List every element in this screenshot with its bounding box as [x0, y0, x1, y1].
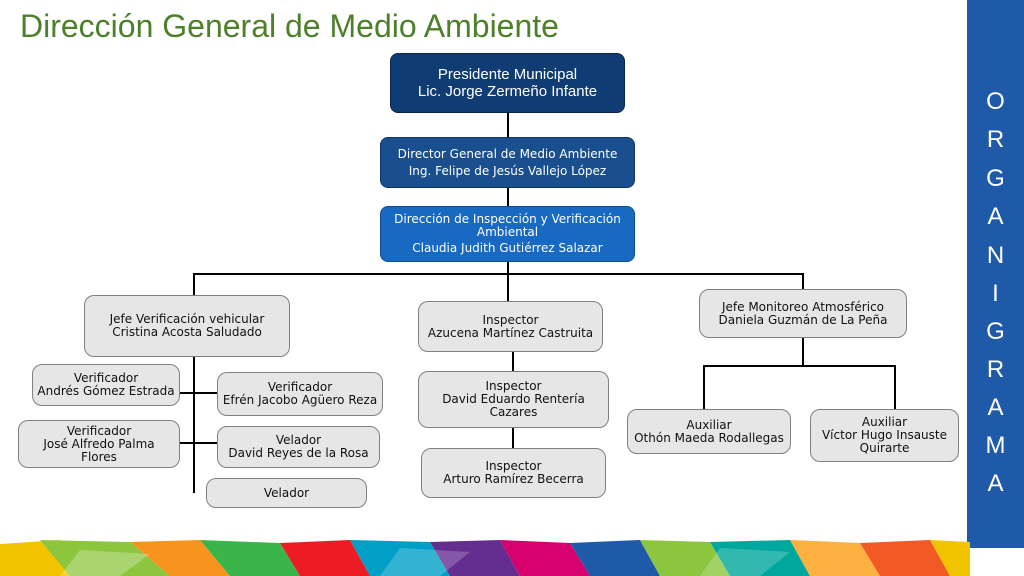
connector-line	[507, 262, 509, 302]
connector-line	[512, 351, 514, 371]
node-name: Claudia Judith Gutiérrez Salazar	[412, 241, 603, 255]
sidebar-letter: A	[987, 470, 1004, 497]
decorative-footer-band	[0, 540, 970, 576]
node-name: Ing. Felipe de Jesús Vallejo López	[408, 163, 607, 178]
node-name: Daniela Guzmán de La Peña	[718, 312, 888, 327]
connector-line	[512, 427, 514, 448]
direccion-box: Dirección de Inspección y Verificación A…	[380, 206, 635, 262]
node-role: Presidente Municipal	[437, 66, 578, 83]
node-name: Azucena Martínez Castruita	[427, 325, 594, 340]
node-role: Velador	[275, 433, 322, 447]
sidebar-letter: N	[986, 242, 1005, 269]
velador-box: Velador	[206, 478, 367, 508]
verificador-box: Verificador Efrén Jacobo Agüero Reza	[217, 372, 383, 416]
node-role: Verificador	[66, 423, 132, 438]
node-role: Jefe Verificación vehicular	[109, 312, 265, 326]
node-name: Andrés Gómez Estrada	[37, 384, 175, 398]
node-role: Inspector	[485, 379, 542, 393]
node-name: Lic. Jorge Zermeño Infante	[417, 83, 598, 100]
node-name: José Alfredo Palma Flores	[43, 436, 155, 464]
verificador-box: Verificador Andrés Gómez Estrada	[32, 364, 180, 406]
velador-box: Velador David Reyes de la Rosa	[217, 426, 380, 468]
sidebar-letter: A	[987, 394, 1004, 421]
inspector-box: Inspector Arturo Ramírez Becerra	[421, 448, 606, 498]
presidente-box: Presidente Municipal Lic. Jorge Zermeño …	[390, 53, 625, 113]
node-role: Verificador	[267, 380, 333, 394]
connector-line	[193, 273, 195, 493]
jefe-verificacion-box: Jefe Verificación vehicular Cristina Aco…	[84, 295, 290, 357]
sidebar-letter: A	[987, 203, 1004, 230]
node-role: Inspector	[485, 459, 542, 473]
connector-line	[802, 273, 804, 289]
node-name: Efrén Jacobo Agüero Reza	[222, 393, 378, 407]
node-role: Verificador	[73, 371, 139, 385]
page-title: Dirección General de Medio Ambiente	[20, 8, 559, 44]
node-role: Inspector	[482, 312, 539, 327]
node-role: Jefe Monitoreo Atmosférico	[721, 299, 885, 314]
sidebar-letter: G	[986, 318, 1005, 345]
node-name: Víctor Hugo Insauste Quirarte	[821, 428, 948, 455]
node-role: Velador	[263, 485, 310, 500]
connector-line	[507, 187, 509, 206]
node-role: Auxiliar	[861, 415, 908, 429]
connector-line	[894, 365, 896, 409]
node-name: David Reyes de la Rosa	[228, 446, 369, 460]
connector-line	[507, 112, 509, 137]
sidebar-letter: O	[986, 88, 1005, 115]
sidebar-letter: G	[986, 165, 1005, 192]
connector-line	[802, 337, 804, 367]
sidebar-letter: I	[992, 280, 999, 307]
sidebar-letter: R	[986, 126, 1005, 153]
auxiliar-box: Auxiliar Víctor Hugo Insauste Quirarte	[810, 409, 959, 462]
organigrama-sidebar: O R G A N I G R A M A	[967, 0, 1024, 548]
director-box: Director General de Medio Ambiente Ing. …	[380, 137, 635, 188]
connector-line	[193, 273, 804, 275]
node-role: Dirección de Inspección y Verificación A…	[394, 212, 621, 239]
node-name: Othón Maeda Rodallegas	[634, 430, 784, 445]
verificador-box: Verificador José Alfredo Palma Flores	[18, 420, 180, 468]
sidebar-letter: R	[986, 356, 1005, 383]
connector-line	[180, 442, 217, 444]
node-name: David Eduardo Rentería Cazares	[442, 392, 585, 419]
inspector-box: Inspector David Eduardo Rentería Cazares	[418, 371, 609, 428]
connector-line	[703, 365, 705, 409]
node-name: Cristina Acosta Saludado	[112, 325, 262, 339]
node-role: Director General de Medio Ambiente	[397, 146, 618, 161]
auxiliar-box: Auxiliar Othón Maeda Rodallegas	[627, 409, 791, 454]
sidebar-letter: M	[985, 432, 1006, 459]
connector-line	[180, 392, 217, 394]
node-role: Auxiliar	[686, 417, 732, 432]
connector-line	[703, 365, 896, 367]
node-name: Arturo Ramírez Becerra	[443, 472, 584, 486]
jefe-monitoreo-box: Jefe Monitoreo Atmosférico Daniela Guzmá…	[699, 289, 907, 338]
inspector-box: Inspector Azucena Martínez Castruita	[418, 301, 603, 352]
